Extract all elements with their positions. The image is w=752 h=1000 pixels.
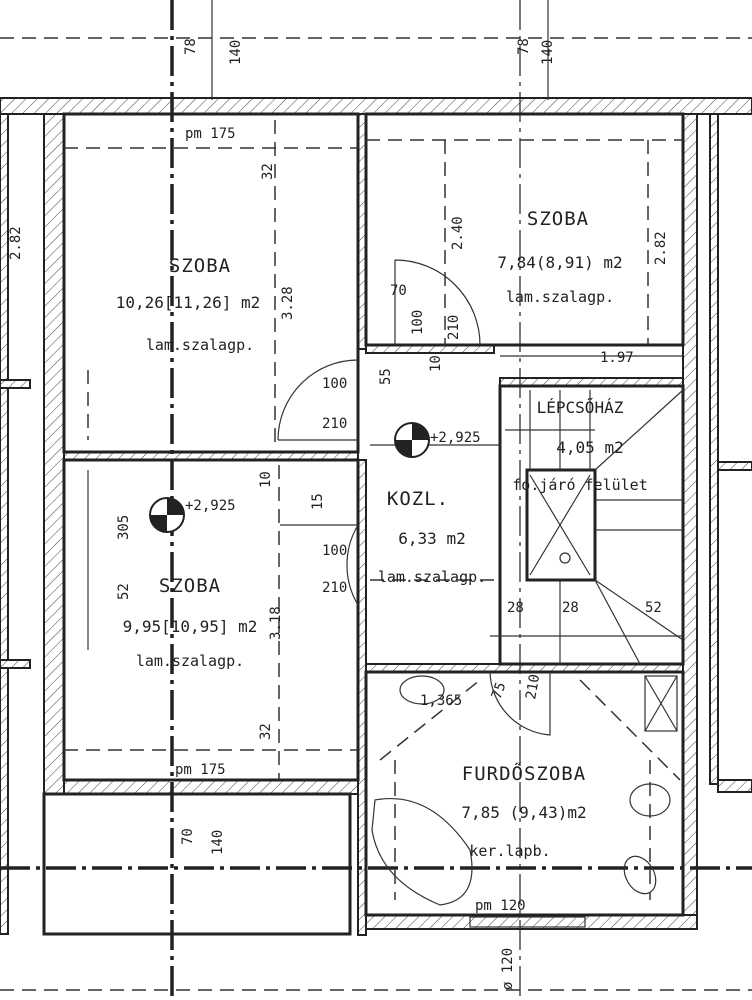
room-floor: fo.járó felület <box>512 476 647 494</box>
doors <box>277 259 551 736</box>
room-floor: lam.szalagp. <box>146 336 254 354</box>
dim-label: 140 <box>228 40 244 65</box>
room-area: 4,05 m2 <box>556 438 623 457</box>
sink-icon <box>399 675 445 705</box>
room-floor: lam.szalagp. <box>506 288 614 306</box>
dim-label: 70 <box>390 283 407 299</box>
dim-label: 2.82 <box>8 226 24 260</box>
dim-label: 3.28 <box>280 286 296 320</box>
elevation-label: +2,925 <box>430 430 481 446</box>
dim-label: 1,365 <box>420 693 462 709</box>
room-name: KOZL. <box>387 488 449 510</box>
dim-label: 70 <box>180 828 196 845</box>
dim-label: 210 <box>446 315 462 340</box>
dim-label: pm 120 <box>475 898 526 914</box>
dim-label: 1.97 <box>600 350 634 366</box>
dim-label: pm 175 <box>185 126 236 142</box>
dim-label: 78 <box>183 38 199 55</box>
room-kozl: KOZL. 6,33 m2 lam.szalagp. <box>378 488 486 586</box>
room-name: SZOBA <box>527 208 589 230</box>
dim-label: 55 <box>378 368 394 385</box>
washbasin-icon <box>629 783 671 817</box>
room-name: FURDŐSZOBA <box>462 761 586 785</box>
dim-label: 3.18 <box>268 606 284 640</box>
dim-label: 210 <box>322 580 347 596</box>
dimension-lines <box>64 120 683 900</box>
dim-label: 32 <box>258 723 274 740</box>
dim-label: 140 <box>210 830 226 855</box>
room-name: LÉPCSŐHÁZ <box>537 397 624 417</box>
room-szoba-1: SZOBA 10,26[11,26] m2 lam.szalagp. <box>116 255 261 354</box>
dim-label: 10 <box>428 355 444 372</box>
dim-label: 28 <box>562 600 579 616</box>
dim-label: 52 <box>645 600 662 616</box>
room-szoba-3: SZOBA 9,95[10,95] m2 lam.szalagp. <box>123 575 258 670</box>
room-area: 6,33 m2 <box>398 529 465 548</box>
dim-label: 100 <box>322 543 347 559</box>
staircase <box>505 389 684 665</box>
dim-label: ø 120 <box>500 948 516 990</box>
room-outlines <box>62 112 685 917</box>
room-area: 10,26[11,26] m2 <box>116 293 261 312</box>
dim-label: 2.82 <box>653 231 669 265</box>
dimension-labels: 78 140 78 140 pm 175 32 3.28 2.82 2.40 2… <box>8 38 669 990</box>
dim-label: 210 <box>322 416 347 432</box>
dim-label: 210 <box>523 673 543 701</box>
dim-label: 100 <box>410 310 426 335</box>
dim-label: 28 <box>507 600 524 616</box>
dim-label: 75 <box>489 680 510 701</box>
dim-label: 78 <box>516 38 532 55</box>
elevation-label: +2,925 <box>185 498 236 514</box>
window-icon <box>469 916 586 928</box>
dim-label: 100 <box>322 376 347 392</box>
room-name: SZOBA <box>159 575 221 597</box>
dim-label: 305 <box>116 515 132 540</box>
room-furdoszoba: FURDŐSZOBA 7,85 (9,43)m2 ker.lapb. <box>461 761 586 860</box>
dim-label: 15 <box>310 493 326 510</box>
dim-label: 52 <box>116 583 132 600</box>
room-area: 9,95[10,95] m2 <box>123 617 258 636</box>
room-floor: ker.lapb. <box>469 842 550 860</box>
dim-label: 32 <box>260 163 276 180</box>
room-name: SZOBA <box>169 255 231 277</box>
room-floor: lam.szalagp. <box>136 652 244 670</box>
dim-label: pm 175 <box>175 762 226 778</box>
room-floor: lam.szalagp. <box>378 568 486 586</box>
walls <box>0 97 752 936</box>
room-lepcsohaz: LÉPCSŐHÁZ 4,05 m2 fo.járó felület <box>512 397 647 494</box>
bathroom-fixtures <box>371 675 678 928</box>
dim-label: 2.40 <box>450 216 466 250</box>
room-area: 7,84(8,91) m2 <box>497 253 622 272</box>
elevation-marker: +2,925 +2,925 <box>149 422 481 533</box>
toilet-icon <box>623 855 657 895</box>
shower-icon <box>644 675 678 732</box>
dim-label: 10 <box>258 471 274 488</box>
dim-label: 140 <box>540 40 556 65</box>
bathtub-icon <box>371 798 473 906</box>
room-szoba-2: SZOBA 7,84(8,91) m2 lam.szalagp. <box>497 208 622 306</box>
room-area: 7,85 (9,43)m2 <box>461 803 586 822</box>
